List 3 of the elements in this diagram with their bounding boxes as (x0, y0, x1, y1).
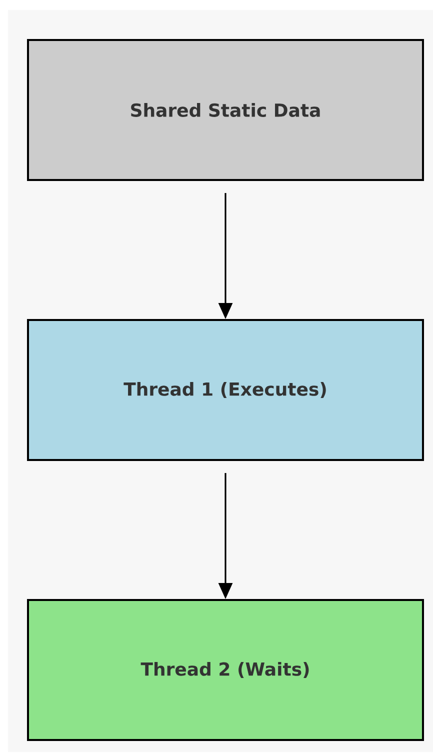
process-box: Thread 2 (Waits) (27, 599, 424, 741)
process-box: Thread 1 (Executes) (27, 319, 424, 461)
process-box: Shared Static Data (27, 39, 424, 181)
